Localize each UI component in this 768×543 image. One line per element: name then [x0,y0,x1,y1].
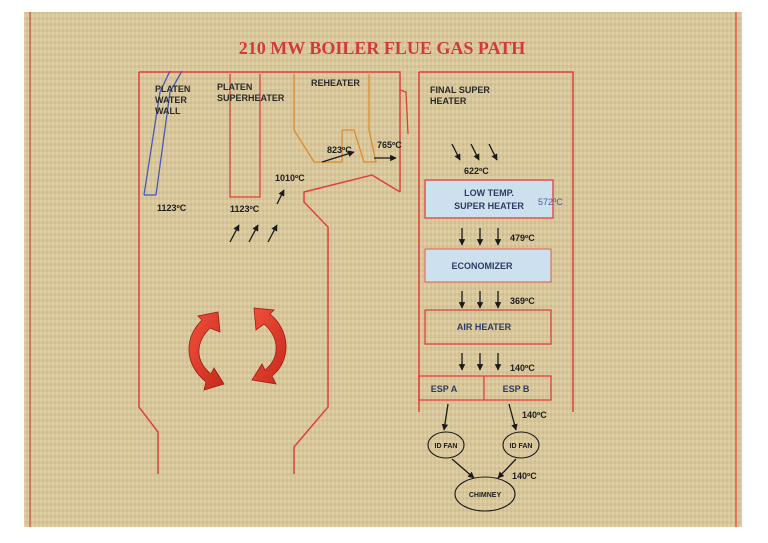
gas-circulation-arrows [188,307,287,391]
economizer-arrows [458,228,502,246]
id-fan-arrows [441,403,518,431]
low-temp-superheater-box [424,179,554,219]
esp-arrows [458,353,502,371]
esp-box [418,375,552,401]
final-sh-arrows [451,143,498,161]
air-heater-arrows [458,291,502,309]
section-labels: PLATEN WATER WALL PLATEN SUPERHEATER REH… [155,78,490,116]
temp-chimney-in: 140ºC [512,471,537,481]
temp-final-sh: 622ºC [464,166,489,176]
diagram-slide: 210 MW BOILER FLUE GAS PATH PLATEN WATER… [24,12,742,527]
diagram-title: 210 MW BOILER FLUE GAS PATH [239,38,526,58]
low-temp-superheater-label-line1: LOW TEMP. [464,188,514,198]
temp-platen: 1123ºC [230,204,260,214]
temp-air-heater-in: 369ºC [510,296,535,306]
temp-ltsh-side: 572ºC [538,197,563,207]
chimney-arrows [451,458,517,479]
chimney-label: CHIMNEY [469,492,502,499]
label-final-super-heater-line2: HEATER [430,96,467,106]
economizer-label: ECONOMIZER [451,261,513,271]
outer-frame [29,12,737,527]
air-heater-box [424,309,552,345]
low-temp-superheater-label-line2: SUPER HEATER [454,201,524,211]
temp-fan-in: 140ºC [522,410,547,420]
esp-a-label: ESP A [431,384,458,394]
id-fan-1-label: ID FAN [435,443,458,450]
economizer-box [424,248,552,283]
temp-esp-in: 140ºC [510,363,535,373]
temp-economizer-in: 479ºC [510,233,535,243]
temp-reheater-in: 823ºC [327,145,352,155]
label-reheater: REHEATER [311,78,360,88]
id-fan-1 [427,431,465,459]
id-fan-2-label: ID FAN [510,443,533,450]
label-platen-water-wall-line1: PLATEN [155,84,190,94]
temp-wall: 1123ºC [157,203,187,213]
label-final-super-heater-line1: FINAL SUPER [430,85,490,95]
label-platen-water-wall-line2: WATER [155,95,187,105]
chimney [454,476,516,512]
label-platen-superheater-line2: SUPERHEATER [217,93,285,103]
label-platen-water-wall-line3: WALL [155,106,181,116]
temp-reheater-out: 765ºC [377,140,402,150]
esp-b-label: ESP B [503,384,530,394]
furnace-flow-arrows [229,150,397,243]
air-heater-label: AIR HEATER [457,322,512,332]
temp-rise: 1010ºC [275,173,305,183]
label-platen-superheater-line1: PLATEN [217,82,252,92]
flue-gas-path-diagram: 210 MW BOILER FLUE GAS PATH PLATEN WATER… [29,12,737,527]
id-fan-2 [502,431,540,459]
final-super-heater-coil [399,89,409,135]
reheater-coil [293,74,377,163]
platen-water-wall-tubes [143,70,183,196]
platen-superheater-coil [229,74,261,198]
